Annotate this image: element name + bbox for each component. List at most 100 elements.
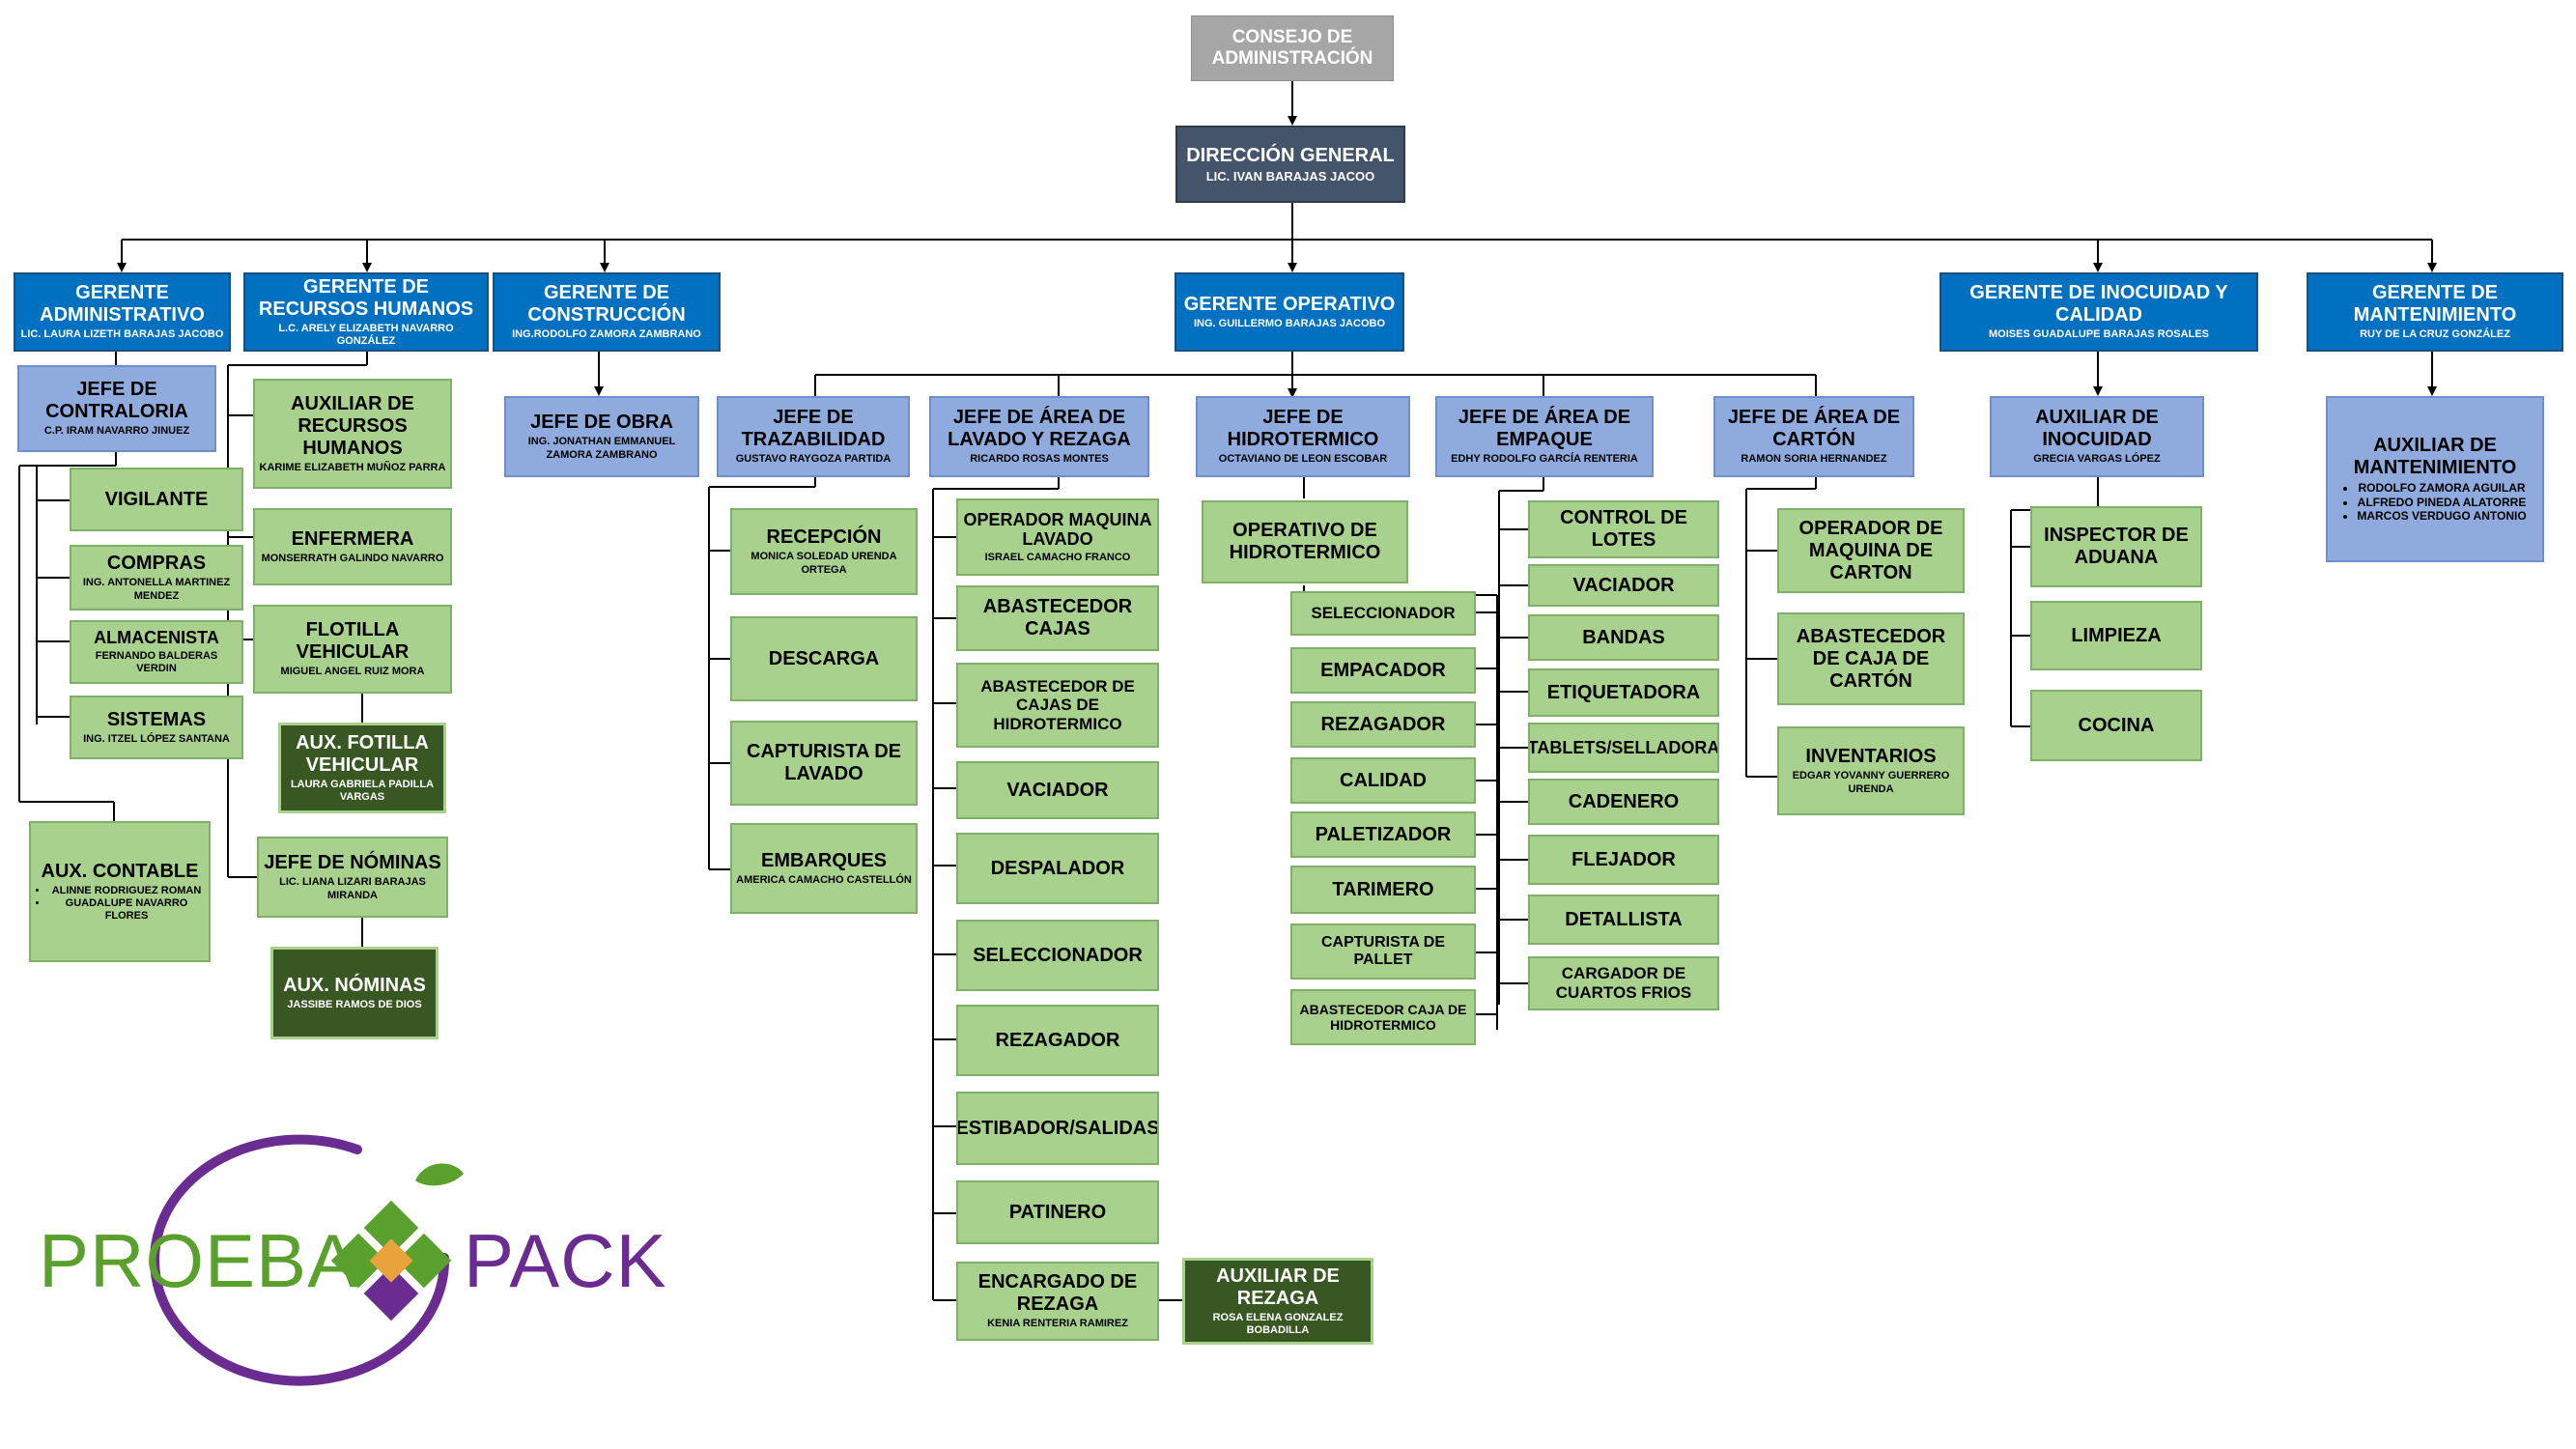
aux-inocuidad-box: AUXILIAR DE INOCUIDAD GRECIA VARGAS LÓPE… (1990, 396, 2204, 477)
aux-inocuidad-title: AUXILIAR DE INOCUIDAD (2035, 407, 2159, 451)
empaque-staff-8-title: DETALLISTA (1565, 908, 1683, 930)
lavado-staff-1: OPERADOR MAQUINA LAVADO ISRAEL CAMACHO F… (956, 498, 1159, 576)
inocuidad-manager-title: GERENTE DE INOCUIDAD Y CALIDAD (1969, 282, 2228, 327)
empaque-staff-1: CONTROL DE LOTES (1528, 500, 1719, 558)
construccion-manager-title: GERENTE DE CONSTRUCCIÓN (527, 282, 686, 327)
recepcion-name: MONICA SOLEDAD URENDA ORTEGA (750, 551, 897, 576)
empaque-staff-4-title: ETIQUETADORA (1546, 681, 1701, 703)
hidrotermico-chief-box: JEFE DE HIDROTERMICO OCTAVIANO DE LEON E… (1196, 396, 1410, 477)
aux-rh-name: KARIME ELIZABETH MUÑOZ PARRA (259, 461, 446, 473)
empaque-staff-2-title: VACIADOR (1572, 574, 1675, 596)
descarga-title: DESCARGA (768, 647, 880, 669)
lavado-staff-6: SELECCIONADOR (956, 920, 1159, 991)
carton-staff-2: ABASTECEDOR DE CAJA DE CARTÓN (1777, 612, 1965, 705)
almacenista-name: FERNANDO BALDERAS VERDIN (95, 650, 218, 675)
operativo-manager-title: GERENTE OPERATIVO (1183, 293, 1396, 315)
flotilla-box: FLOTILLA VEHICULAR MIGUEL ANGEL RUIZ MOR… (253, 605, 452, 694)
hidro-staff-3-title: REZAGADOR (1320, 713, 1446, 735)
almacenista-title: ALMACENISTA (94, 628, 219, 648)
operativo-manager-name: ING. GUILLERMO BARAJAS JACOBO (1193, 317, 1385, 329)
empaque-chief-name: EDHY RODOLFO GARCÍA RENTERIA (1451, 453, 1638, 466)
contable-name-2: GUADALUPE NAVARRO FLORES (48, 897, 205, 923)
lavado-staff-2-title: ABASTECEDOR CAJAS (982, 596, 1133, 639)
aux-flotilla-box: AUX. FOTILLA VEHICULAR LAURA GABRIELA PA… (278, 723, 446, 813)
board-box: CONSEJO DE ADMINISTRACIÓN (1191, 15, 1394, 81)
empaque-staff-6: CADENERO (1528, 779, 1719, 825)
inocuidad-staff-1-title: INSPECTOR DE ADUANA (2044, 525, 2189, 568)
hidro-staff-5: PALETIZADOR (1290, 811, 1476, 858)
lavado-staff-3: ABASTECEDOR DE CAJAS DE HIDROTERMICO (956, 663, 1159, 748)
mantenimiento-manager-box: GERENTE DE MANTENIMIENTO RUY DE LA CRUZ … (2307, 272, 2563, 352)
construccion-manager-box: GERENTE DE CONSTRUCCIÓN ING.RODOLFO ZAMO… (493, 272, 721, 352)
sistemas-name: ING. ITZEL LÓPEZ SANTANA (83, 732, 230, 745)
carton-staff-2-title: ABASTECEDOR DE CAJA DE CARTÓN (1796, 625, 1946, 692)
lavado-staff-7: REZAGADOR (956, 1005, 1159, 1076)
embarques-title: EMBARQUES (760, 849, 887, 871)
inocuidad-manager-box: GERENTE DE INOCUIDAD Y CALIDAD MOISES GU… (1939, 272, 2258, 352)
director-name: LIC. IVAN BARAJAS JACOO (1205, 168, 1375, 184)
inocuidad-manager-name: MOISES GUADALUPE BARAJAS ROSALES (1989, 328, 2209, 341)
empaque-staff-8: DETALLISTA (1528, 895, 1719, 945)
hidro-staff-1: SELECCIONADOR (1290, 591, 1476, 636)
lavado-staff-3-title: ABASTECEDOR DE CAJAS DE HIDROTERMICO (980, 676, 1135, 733)
compras-box: COMPRAS ING. ANTONELLA MARTINEZ MENDEZ (70, 545, 243, 611)
aux-nominas-name: JASSIBE RAMOS DE DIOS (287, 998, 422, 1010)
obra-box: JEFE DE OBRA ING. JONATHAN EMMANUEL ZAMO… (504, 396, 699, 477)
flotilla-name: MIGUEL ANGEL RUIZ MORA (280, 666, 425, 678)
trazabilidad-chief-box: JEFE DE TRAZABILIDAD GUSTAVO RAYGOZA PAR… (717, 396, 910, 477)
operativo-manager-box: GERENTE OPERATIVO ING. GUILLERMO BARAJAS… (1175, 272, 1404, 352)
empaque-staff-6-title: CADENERO (1568, 790, 1680, 812)
rh-manager-title: GERENTE DE RECURSOS HUMANOS (258, 275, 474, 320)
hidro-staff-6-title: TARIMERO (1332, 878, 1434, 900)
inocuidad-staff-1: INSPECTOR DE ADUANA (2030, 506, 2202, 587)
hidro-staff-6: TARIMERO (1290, 866, 1476, 914)
carton-staff-3: INVENTARIOS EDGAR YOVANNY GUERRERO UREND… (1777, 726, 1965, 815)
capturista-lavado-title: CAPTURISTA DE LAVADO (747, 741, 901, 784)
lavado-staff-7-title: REZAGADOR (995, 1029, 1120, 1051)
contraloria-title: JEFE DE CONTRALORIA (45, 379, 188, 423)
lavado-staff-2: ABASTECEDOR CAJAS (956, 585, 1159, 651)
empaque-staff-3-title: BANDAS (1582, 626, 1665, 648)
hidro-staff-8-title: ABASTECEDOR CAJA DE HIDROTERMICO (1299, 1001, 1467, 1033)
inocuidad-staff-3: COCINA (2030, 690, 2202, 761)
aux-rezaga-box: AUXILIAR DE REZAGA ROSA ELENA GONZALEZ B… (1182, 1258, 1373, 1345)
vigilante-title: VIGILANTE (104, 488, 209, 510)
hidro-staff-7-title: CAPTURISTA DE PALLET (1321, 933, 1445, 968)
empaque-staff-9: CARGADOR DE CUARTOS FRIOS (1528, 956, 1719, 1010)
lavado-staff-10-name: KENIA RENTERIA RAMIREZ (987, 1318, 1128, 1330)
empaque-staff-7-title: FLEJADOR (1571, 848, 1676, 870)
obra-title: JEFE DE OBRA (530, 412, 673, 434)
lavado-chief-box: JEFE DE ÁREA DE LAVADO Y REZAGA RICARDO … (929, 396, 1149, 477)
aux-flotilla-name: LAURA GABRIELA PADILLA VARGAS (290, 778, 435, 803)
aux-nominas-title: AUX. NÓMINAS (283, 974, 426, 996)
empaque-staff-4: ETIQUETADORA (1528, 668, 1719, 717)
mantenimiento-manager-name: RUY DE LA CRUZ GONZÁLEZ (2360, 328, 2510, 341)
aux-rezaga-title: AUXILIAR DE REZAGA (1216, 1264, 1340, 1309)
admin-manager-box: GERENTE ADMINISTRATIVO LIC. LAURA LIZETH… (14, 272, 231, 352)
hidro-staff-3: REZAGADOR (1290, 701, 1476, 748)
empaque-chief-box: JEFE DE ÁREA DE EMPAQUE EDHY RODOLFO GAR… (1435, 396, 1654, 477)
aux-nominas-box: AUX. NÓMINAS JASSIBE RAMOS DE DIOS (270, 947, 439, 1039)
hidro-staff-2-title: EMPACADOR (1320, 659, 1446, 681)
hidro-staff-1-title: SELECCIONADOR (1311, 604, 1456, 623)
logo-graphic (150, 1134, 464, 1386)
hidro-staff-5-title: PALETIZADOR (1315, 823, 1452, 845)
trazabilidad-chief-name: GUSTAVO RAYGOZA PARTIDA (735, 453, 892, 466)
hidro-staff-2: EMPACADOR (1290, 647, 1476, 694)
hidrotermico-chief-name: OCTAVIANO DE LEON ESCOBAR (1218, 453, 1388, 466)
board-title: CONSEJO DE ADMINISTRACIÓN (1211, 27, 1373, 69)
aux-mantenimiento-name-3: MARCOS VERDUGO ANTONIO (2357, 509, 2526, 523)
enfermera-title: ENFERMERA (291, 527, 414, 550)
recepcion-box: RECEPCIÓN MONICA SOLEDAD URENDA ORTEGA (730, 508, 918, 595)
enfermera-box: ENFERMERA MONSERRATH GALINDO NAVARRO (253, 508, 452, 585)
flotilla-title: FLOTILLA VEHICULAR (296, 619, 410, 664)
contable-list: ALINNE RODRIGUEZ ROMAN GUADALUPE NAVARRO… (35, 885, 205, 923)
carton-staff-3-title: INVENTARIOS (1805, 746, 1937, 768)
lavado-staff-8: ESTIBADOR/SALIDAS (956, 1092, 1159, 1165)
almacenista-box: ALMACENISTA FERNANDO BALDERAS VERDIN (70, 620, 243, 684)
logo-text-right: PACK (464, 1218, 667, 1303)
carton-staff-3-name: EDGAR YOVANNY GUERRERO URENDA (1792, 770, 1950, 795)
carton-chief-title: JEFE DE ÁREA DE CARTÓN (1727, 407, 1901, 451)
aux-rh-title: AUXILIAR DE RECURSOS HUMANOS (291, 392, 414, 459)
inocuidad-staff-2: LIMPIEZA (2030, 601, 2202, 670)
